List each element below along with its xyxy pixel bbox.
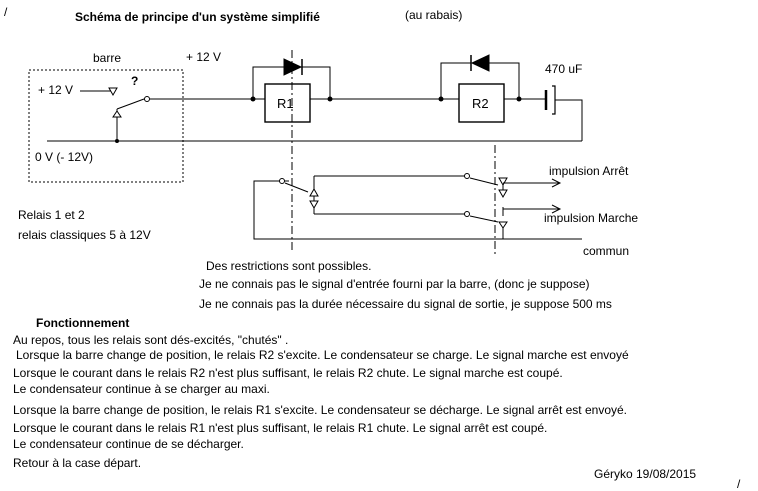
note-restrictions: Des restrictions sont possibles. — [206, 259, 372, 273]
barre-switch — [80, 87, 150, 141]
zero-v-label: 0 V (- 12V) — [35, 150, 93, 164]
diagram-subtitle: (au rabais) — [405, 8, 462, 22]
operation-line: Lorsque la barre change de position, le … — [13, 403, 627, 417]
operation-line: Lorsque le courant dans le relais R2 n'e… — [13, 366, 563, 380]
capacitor-label: 470 uF — [545, 62, 582, 76]
output-contacts — [253, 173, 582, 240]
node-r1-right — [327, 96, 333, 102]
capacitor — [544, 85, 583, 141]
relay-r2: R2 — [458, 83, 505, 123]
relay-r2-label: R2 — [472, 96, 489, 111]
question-mark: ? — [131, 74, 138, 88]
operation-line: Au repos, tous les relais sont dés-excit… — [13, 333, 289, 347]
diode-r2 — [440, 54, 520, 99]
barre-box — [28, 69, 184, 183]
impulse-march-label: impulsion Marche — [544, 211, 638, 225]
relays-desc-line1: Relais 1 et 2 — [18, 208, 85, 222]
relay-r1: R1 — [264, 83, 311, 123]
ground-node — [115, 139, 119, 143]
signature: Géryko 19/08/2015 — [594, 467, 697, 481]
common-label: commun — [583, 244, 629, 258]
relays-desc-line2: relais classiques 5 à 12V — [18, 228, 151, 242]
operation-line: Lorsque le courant dans le relais R1 n'e… — [13, 421, 548, 435]
operation-heading: Fonctionnement — [36, 316, 130, 330]
operation-line: Le condensateur continue à se charger au… — [13, 382, 270, 396]
operation-line: Le condensateur continue de se décharger… — [13, 437, 244, 451]
note-output-duration: Je ne connais pas la durée nécessaire du… — [199, 297, 612, 311]
diagram-title: Schéma de principe d'un système simplifi… — [75, 10, 320, 24]
operation-line: Retour à la case départ. — [13, 456, 142, 470]
plus12v-top-label: + 12 V — [186, 50, 221, 64]
relay-r1-label: R1 — [277, 96, 294, 111]
plus12v-box-label: + 12 V — [38, 83, 73, 97]
node-r2-right — [516, 96, 522, 102]
note-input-signal: Je ne connais pas le signal d'entrée fou… — [199, 277, 590, 291]
impulse-stop-label: impulsion Arrêt — [549, 164, 629, 178]
operation-line: Lorsque la barre change de position, le … — [16, 348, 629, 362]
barre-label: barre — [93, 51, 121, 65]
top-left-mark: / — [4, 5, 8, 19]
bottom-right-mark: / — [737, 477, 741, 491]
